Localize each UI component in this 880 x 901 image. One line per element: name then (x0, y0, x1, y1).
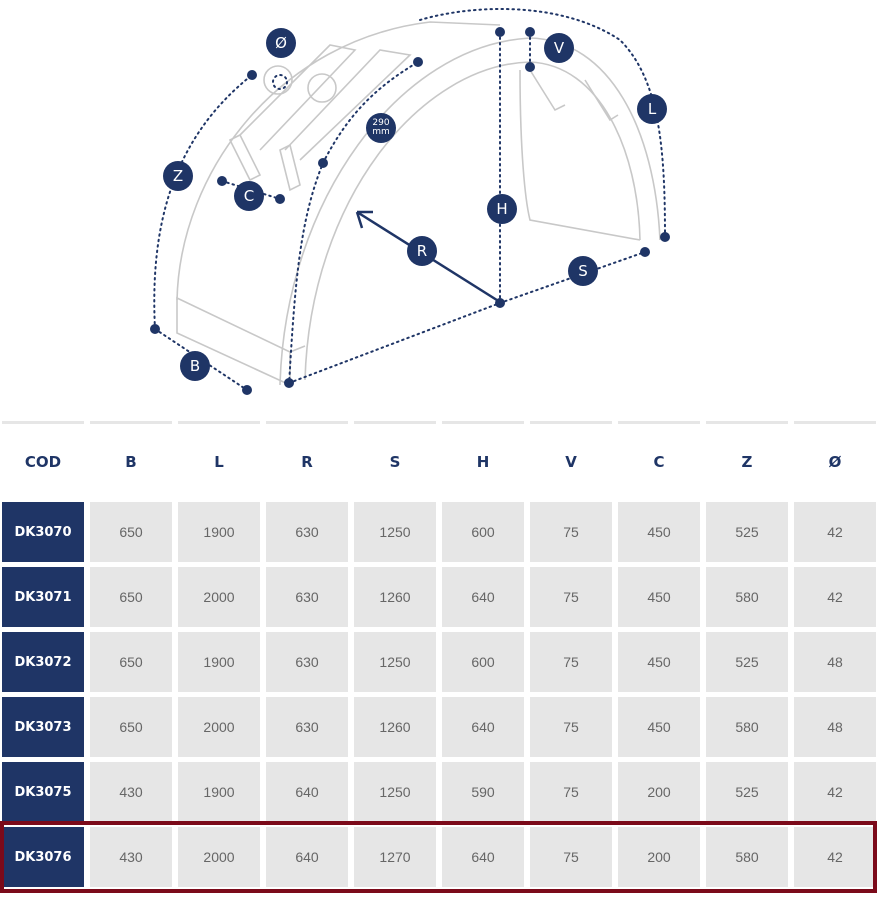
table-cell: 600 (442, 632, 524, 692)
table-cell: 1250 (354, 632, 436, 692)
table-cell: 75 (530, 697, 612, 757)
table-cell: 200 (618, 827, 700, 887)
table-cell: 640 (266, 827, 348, 887)
b-badge: B (180, 351, 210, 381)
table-cell: 75 (530, 502, 612, 562)
table-cell: 525 (706, 502, 788, 562)
table-cell: 430 (90, 762, 172, 822)
column-header: B (90, 421, 172, 499)
product-code-cell: DK3075 (2, 762, 84, 822)
table-cell: 580 (706, 697, 788, 757)
product-code-cell: DK3070 (2, 502, 84, 562)
table-cell: 48 (794, 697, 876, 757)
column-header: COD (2, 421, 84, 499)
table-cell: 2000 (178, 567, 260, 627)
table-cell: 525 (706, 762, 788, 822)
product-code-cell: DK3071 (2, 567, 84, 627)
r-badge: R (407, 236, 437, 266)
column-header: R (266, 421, 348, 499)
table-cell: 650 (90, 502, 172, 562)
table-cell: 75 (530, 632, 612, 692)
table-cell: 650 (90, 632, 172, 692)
table-cell: 42 (794, 567, 876, 627)
l-badge: L (637, 94, 667, 124)
column-header: Z (706, 421, 788, 499)
width-note-value: 290 (372, 118, 390, 128)
table-cell: 450 (618, 502, 700, 562)
table-cell: 630 (266, 632, 348, 692)
table-cell: 630 (266, 697, 348, 757)
table-cell: 1900 (178, 502, 260, 562)
table-cell: 630 (266, 502, 348, 562)
column-header: C (618, 421, 700, 499)
column-header: Ø (794, 421, 876, 499)
table-cell: 600 (442, 502, 524, 562)
table-cell: 650 (90, 697, 172, 757)
table-cell: 2000 (178, 697, 260, 757)
column-header: S (354, 421, 436, 499)
table-cell: 1260 (354, 697, 436, 757)
width-note-unit: mm (372, 127, 390, 137)
table-cell: 1250 (354, 502, 436, 562)
table-cell: 75 (530, 827, 612, 887)
c-badge: C (234, 181, 264, 211)
table-cell: 450 (618, 632, 700, 692)
table-cell: 2000 (178, 827, 260, 887)
table-cell: 580 (706, 567, 788, 627)
column-header: L (178, 421, 260, 499)
s-badge: S (568, 256, 598, 286)
table-cell: 580 (706, 827, 788, 887)
table-cell: 75 (530, 762, 612, 822)
v-badge: V (544, 33, 574, 63)
table-cell: 75 (530, 567, 612, 627)
table-cell: 1270 (354, 827, 436, 887)
table-cell: 650 (90, 567, 172, 627)
table-cell: 525 (706, 632, 788, 692)
z-badge: Z (163, 161, 193, 191)
product-code-cell: DK3073 (2, 697, 84, 757)
table-cell: 450 (618, 697, 700, 757)
table-cell: 640 (442, 827, 524, 887)
table-cell: 48 (794, 632, 876, 692)
column-header: V (530, 421, 612, 499)
table-cell: 640 (442, 697, 524, 757)
table-cell: 630 (266, 567, 348, 627)
table-cell: 1260 (354, 567, 436, 627)
highlighted-row-border (0, 821, 877, 893)
table-cell: 1900 (178, 632, 260, 692)
product-code-cell: DK3072 (2, 632, 84, 692)
table-cell: 42 (794, 502, 876, 562)
column-header: H (442, 421, 524, 499)
table-cell: 430 (90, 827, 172, 887)
table-cell: 200 (618, 762, 700, 822)
table-cell: 1250 (354, 762, 436, 822)
table-cell: 640 (442, 567, 524, 627)
diameter-badge: Ø (266, 28, 296, 58)
table-cell: 1900 (178, 762, 260, 822)
table-cell: 590 (442, 762, 524, 822)
product-code-cell: DK3076 (2, 827, 84, 887)
table-cell: 640 (266, 762, 348, 822)
fender-drawing (150, 8, 670, 395)
h-badge: H (487, 194, 517, 224)
table-cell: 450 (618, 567, 700, 627)
table-cell: 42 (794, 827, 876, 887)
table-cell: 42 (794, 762, 876, 822)
